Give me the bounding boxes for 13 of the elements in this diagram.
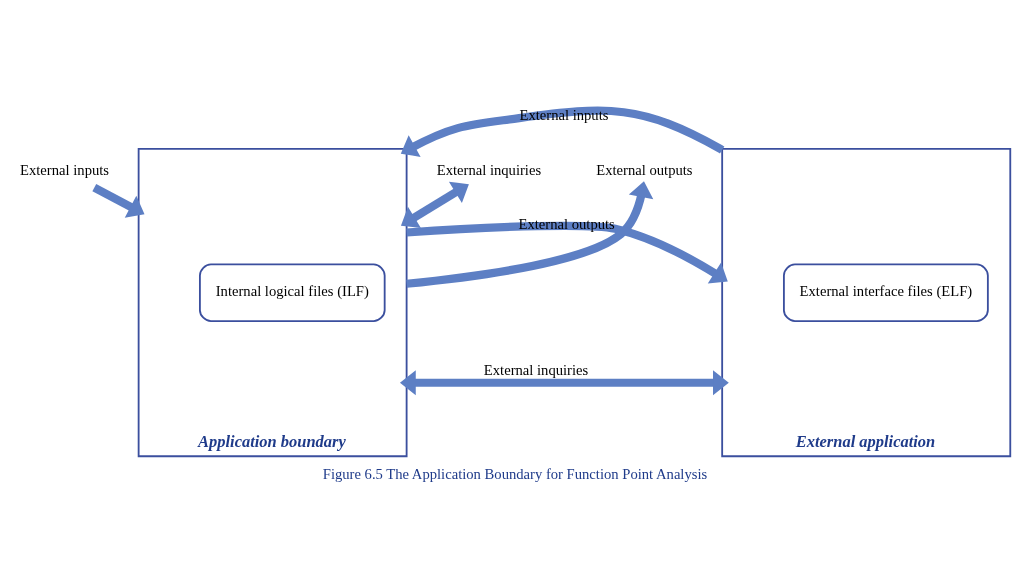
edge-label: External inquiries [483, 361, 589, 378]
node-text: External outputs [596, 161, 693, 178]
node-text: External inputs [20, 161, 110, 178]
arrow [399, 369, 729, 395]
node-box: Internal logical files (ILF) [199, 263, 386, 322]
arrow [400, 106, 725, 157]
arrow [92, 183, 145, 218]
arrow [400, 206, 728, 284]
arrow [406, 180, 654, 288]
arrow [400, 181, 469, 228]
node-text: External inquiries [436, 161, 542, 178]
node-box: External interface files (ELF) [783, 263, 989, 322]
caption: Figure 6.5 The Application Boundary for Function Point Analysis [322, 465, 708, 482]
